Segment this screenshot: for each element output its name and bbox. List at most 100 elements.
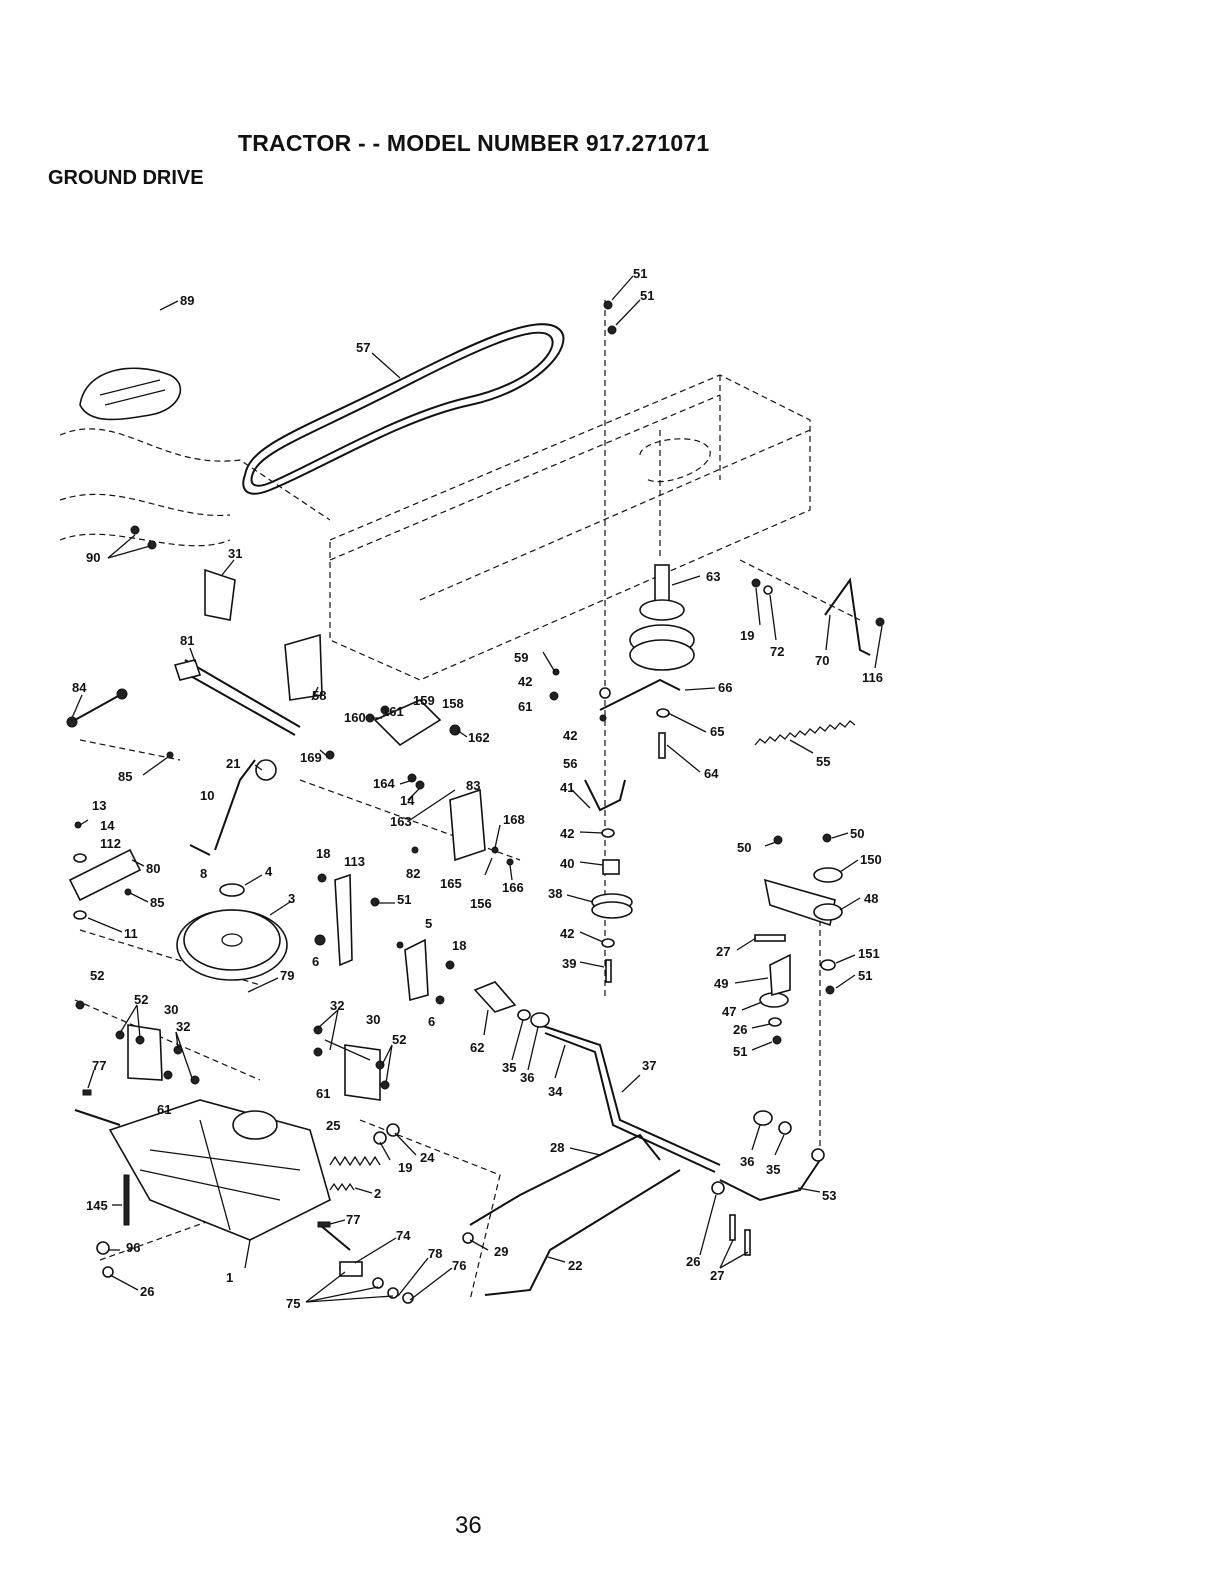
callout-70: 70 xyxy=(815,653,829,668)
page-number: 36 xyxy=(455,1512,482,1539)
callout-61: 61 xyxy=(316,1086,330,1101)
callout-8: 8 xyxy=(200,866,207,881)
callout-164: 164 xyxy=(373,776,395,791)
callout-78: 78 xyxy=(428,1246,442,1261)
callout-65: 65 xyxy=(710,724,724,739)
callout-30: 30 xyxy=(366,1012,380,1027)
callout-75: 75 xyxy=(286,1296,300,1311)
callout-57: 57 xyxy=(356,340,370,355)
jackshaft-pulley xyxy=(629,564,695,671)
callout-72: 72 xyxy=(770,644,784,659)
callout-150: 150 xyxy=(860,852,882,867)
callout-61: 61 xyxy=(157,1102,171,1117)
callout-27: 27 xyxy=(710,1268,724,1283)
callout-82: 82 xyxy=(406,866,420,881)
callout-47: 47 xyxy=(722,1004,736,1019)
callout-34: 34 xyxy=(548,1084,563,1099)
callout-160: 160 xyxy=(344,710,366,725)
callout-161: 161 xyxy=(382,704,404,719)
callout-66: 66 xyxy=(718,680,732,695)
callout-40: 40 xyxy=(560,856,574,871)
callout-36: 36 xyxy=(520,1070,534,1085)
callout-24: 24 xyxy=(420,1150,435,1165)
callout-26: 26 xyxy=(686,1254,700,1269)
callout-59: 59 xyxy=(514,650,528,665)
callout-159: 159 xyxy=(413,693,435,708)
callout-166: 166 xyxy=(502,880,524,895)
callout-2: 2 xyxy=(374,1186,381,1201)
callout-6: 6 xyxy=(428,1014,435,1029)
callout-26: 26 xyxy=(733,1022,747,1037)
callout-6: 6 xyxy=(312,954,319,969)
callout-52: 52 xyxy=(392,1032,406,1047)
callout-58: 58 xyxy=(312,688,326,703)
callout-83: 83 xyxy=(466,778,480,793)
callout-77: 77 xyxy=(92,1058,106,1073)
callout-53: 53 xyxy=(822,1188,836,1203)
callout-37: 37 xyxy=(642,1058,656,1073)
callout-35: 35 xyxy=(502,1060,516,1075)
spring-55 xyxy=(754,720,856,746)
callout-163: 163 xyxy=(390,814,412,829)
callout-14: 14 xyxy=(100,818,115,833)
callout-80: 80 xyxy=(146,861,160,876)
callout-51: 51 xyxy=(640,288,654,303)
callout-52: 52 xyxy=(90,968,104,983)
callout-25: 25 xyxy=(326,1118,340,1133)
plate-30-right xyxy=(344,1044,381,1101)
callout-151: 151 xyxy=(858,946,880,961)
callout-52: 52 xyxy=(134,992,148,1007)
callout-85: 85 xyxy=(150,895,164,910)
callout-27: 27 xyxy=(716,944,730,959)
frame-outline xyxy=(59,300,861,1301)
callout-165: 165 xyxy=(440,876,462,891)
bracket-49 xyxy=(769,953,791,997)
drive-belt xyxy=(242,323,565,495)
callout-19: 19 xyxy=(740,628,754,643)
rod-28 xyxy=(469,1133,661,1226)
shift-lever xyxy=(189,759,256,856)
rod-53 xyxy=(719,1159,821,1202)
callout-74: 74 xyxy=(396,1228,411,1243)
callout-18: 18 xyxy=(316,846,330,861)
callout-39: 39 xyxy=(562,956,576,971)
callout-32: 32 xyxy=(330,998,344,1013)
transmission-pulley xyxy=(176,883,288,981)
callout-3: 3 xyxy=(288,891,295,906)
callout-112: 112 xyxy=(100,836,121,851)
callout-35: 35 xyxy=(766,1162,780,1177)
callout-169: 169 xyxy=(300,750,322,765)
callout-81: 81 xyxy=(180,633,194,648)
leader-lines xyxy=(71,275,883,1303)
callout-21: 21 xyxy=(226,756,240,771)
callout-145: 145 xyxy=(86,1198,108,1213)
callout-158: 158 xyxy=(442,696,464,711)
callout-29: 29 xyxy=(494,1244,508,1259)
idler-bracket-159 xyxy=(373,699,442,747)
callout-42: 42 xyxy=(560,926,574,941)
rod-70 xyxy=(824,577,871,656)
callout-38: 38 xyxy=(548,886,562,901)
callout-61: 61 xyxy=(518,699,532,714)
callout-96: 96 xyxy=(126,1240,140,1255)
callout-77: 77 xyxy=(346,1212,360,1227)
callout-5: 5 xyxy=(425,916,432,931)
callout-50: 50 xyxy=(850,826,864,841)
callout-51: 51 xyxy=(397,892,411,907)
callout-36: 36 xyxy=(740,1154,754,1169)
callout-116: 116 xyxy=(862,670,883,685)
section-subtitle: GROUND DRIVE xyxy=(48,167,204,189)
callout-90: 90 xyxy=(86,550,100,565)
spring-25 xyxy=(329,1155,381,1167)
callout-84: 84 xyxy=(72,680,87,695)
bracket-80 xyxy=(68,848,142,902)
spring-2 xyxy=(329,1182,355,1192)
pulley-38 xyxy=(591,859,633,919)
rod-66 xyxy=(599,678,681,711)
callout-56: 56 xyxy=(563,756,577,771)
callout-26: 26 xyxy=(140,1284,154,1299)
rod-34 xyxy=(539,1024,721,1166)
callout-162: 162 xyxy=(468,730,490,745)
callout-41: 41 xyxy=(560,780,574,795)
